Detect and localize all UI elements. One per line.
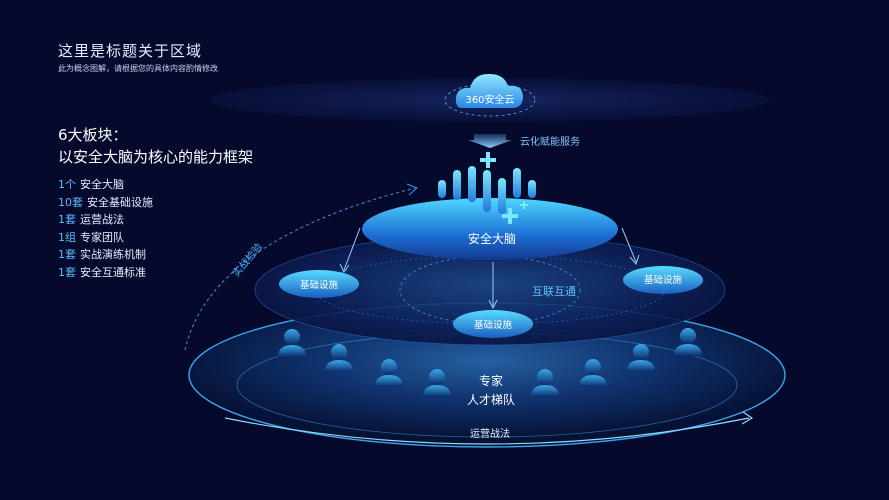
block-label: 运营战法	[80, 213, 124, 227]
person-icon	[423, 369, 451, 397]
person-icon	[627, 344, 655, 372]
block-count: 1套	[58, 248, 76, 262]
brain-bars-icon	[438, 152, 536, 224]
infra-label-center: 基础设施	[474, 319, 513, 331]
person-icon	[375, 359, 403, 387]
block-count: 1个	[58, 178, 76, 191]
cloud-label: 360安全云	[465, 93, 514, 106]
cloud-icon	[455, 73, 523, 108]
interconnect-label: 互联互通	[532, 285, 576, 298]
operations-arrow-icon	[741, 411, 754, 425]
expert-avatars	[278, 328, 702, 397]
team-layer-disc	[189, 303, 785, 447]
infra-label-right: 基础设施	[644, 274, 683, 286]
intro-heading: 6大板块：	[58, 126, 128, 144]
page-title: 这里是标题关于区域	[58, 42, 203, 60]
block-item: 1组专家团队	[58, 229, 153, 247]
block-count: 1组	[58, 230, 76, 244]
infrastructure-layer-disc	[255, 235, 725, 345]
practice-arc	[184, 187, 416, 351]
person-icon	[325, 344, 353, 372]
operations-arc	[224, 417, 750, 445]
block-item: 1套运营战法	[58, 211, 153, 229]
team-label-line2: 人才梯队	[467, 392, 515, 407]
block-count: 10套	[58, 195, 83, 209]
infra-label-left: 基础设施	[300, 279, 339, 291]
block-item: 1个安全大脑	[58, 176, 153, 194]
person-icon	[674, 328, 702, 356]
intro-subheading: 以安全大脑为核心的能力框架	[58, 148, 254, 166]
brain-to-infra-arrows	[339, 227, 640, 310]
practice-label: 实战检验	[229, 240, 265, 279]
block-label: 安全大脑	[80, 178, 124, 191]
block-label: 实战演练机制	[80, 248, 146, 262]
brain-disc	[362, 198, 618, 260]
operations-label: 运营战法	[470, 427, 510, 440]
block-label: 专家团队	[80, 230, 124, 244]
infra-disc-center	[453, 310, 533, 338]
block-item: 1套安全互通标准	[58, 264, 153, 282]
person-icon	[579, 359, 607, 387]
down-arrow-icon	[468, 134, 512, 148]
practice-arrow-icon	[406, 183, 418, 196]
cloud-service-label: 云化赋能服务	[520, 135, 580, 148]
team-label-line1: 专家	[479, 373, 503, 388]
block-item: 10套安全基础设施	[58, 194, 153, 212]
block-count: 1套	[58, 265, 76, 279]
block-item: 1套实战演练机制	[58, 246, 153, 264]
person-icon	[278, 329, 306, 357]
blocks-list: 1个安全大脑 10套安全基础设施 1套运营战法 1组专家团队 1套实战演练机制 …	[58, 176, 153, 282]
infra-disc-right	[623, 266, 703, 294]
person-icon	[531, 369, 559, 397]
infra-disc-left	[279, 270, 359, 298]
page-subtitle: 此为概念图解，请根据您的具体内容酌情修改	[58, 64, 218, 73]
block-count: 1套	[58, 213, 76, 227]
block-label: 安全互通标准	[80, 265, 146, 279]
block-label: 安全基础设施	[87, 195, 153, 209]
brain-label: 安全大脑	[468, 231, 516, 246]
